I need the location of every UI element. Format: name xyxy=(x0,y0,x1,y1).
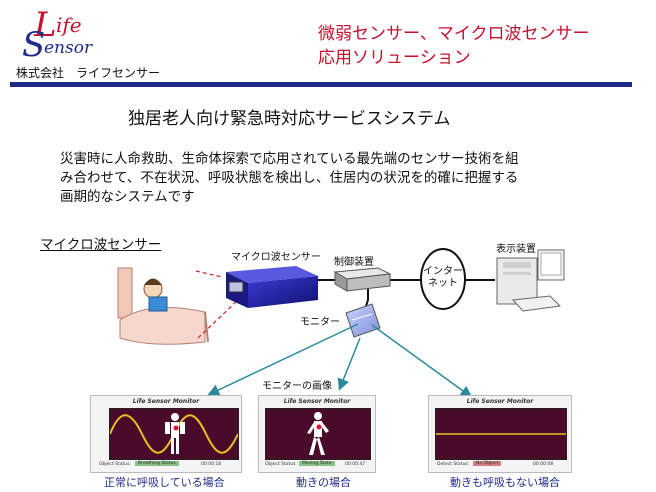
label-internet-line-2: ネット xyxy=(428,278,458,289)
label-monitor: モニター xyxy=(300,317,340,328)
label-controller: 制御装置 xyxy=(334,257,374,268)
arrow-to-screen-breathing xyxy=(207,323,359,396)
screen-status-label: Object Status: xyxy=(265,462,297,467)
caption-moving: 動きの場合 xyxy=(296,476,351,489)
caption-none: 動きも呼吸もない場合 xyxy=(450,476,560,489)
main-title: 独居老人向け緊急時対応サービスシステム xyxy=(128,109,451,129)
sensing-beam-upper xyxy=(195,270,223,278)
monitor-screen-none: Life Sensor Monitor Detect Status: No Ob… xyxy=(428,395,572,473)
screen-status-label: Object Status: xyxy=(99,462,131,467)
controller-device xyxy=(333,267,392,292)
screen-status-value: No Object xyxy=(473,461,502,466)
header-divider xyxy=(10,82,632,87)
internet-cloud xyxy=(420,248,466,310)
arrow-to-screen-moving xyxy=(337,337,361,391)
label-display-device: 表示装置 xyxy=(496,244,536,255)
person-figure-icon xyxy=(165,413,185,454)
screen-time: 00:00:08 xyxy=(533,462,554,467)
screen-time: 00:00:16 xyxy=(201,462,222,467)
label-internet-line-1: インター xyxy=(423,266,463,277)
screen-status-label: Detect Status: xyxy=(437,462,470,467)
header-title-line-2: 応用ソリューション xyxy=(318,48,471,68)
display-device-computer xyxy=(496,249,565,312)
screen-plot xyxy=(265,408,371,460)
bed-with-person-illustration xyxy=(117,267,209,345)
arrow-to-screen-none xyxy=(371,324,473,398)
walking-person-icon xyxy=(307,412,329,455)
description-line-1: 災害時に人命救助、生命体探索で応用されている最先端のセンサー技術を組 xyxy=(60,151,519,167)
caption-breathing: 正常に呼吸している場合 xyxy=(104,476,225,489)
screen-title: Life Sensor Monitor xyxy=(466,398,534,405)
label-microwave-sensor: マイクロ波センサー xyxy=(231,252,321,263)
monitor-screen-moving: Life Sensor Monitor Object Status: Movin… xyxy=(258,395,376,473)
monitor-device xyxy=(345,303,381,338)
section-label-microwave-sensor: マイクロ波センサー xyxy=(40,237,162,253)
company-name: 株式会社 ライフセンサー xyxy=(16,66,161,80)
header-title: 微弱センサー、マイクロ波センサー 応用ソリューション xyxy=(318,22,590,70)
label-internet: インター ネット xyxy=(423,266,463,290)
screen-title: Life Sensor Monitor xyxy=(283,398,351,405)
monitor-screen-breathing: Life Sensor Monitor Object Status: Breat… xyxy=(90,395,242,473)
logo-letter-l: L xyxy=(34,5,57,45)
screen-time: 00:00:47 xyxy=(345,462,366,467)
description: 災害時に人命救助、生命体探索で応用されている最先端のセンサー技術を組 み合わせて… xyxy=(60,150,620,207)
screen-status-value: Breathing Status xyxy=(135,461,179,466)
screen-plot xyxy=(109,408,239,460)
label-monitor-image: モニターの画像 xyxy=(262,381,332,392)
screen-title: Life Sensor Monitor xyxy=(132,398,200,405)
screen-plot xyxy=(435,408,567,460)
description-line-2: み合わせて、不在状況、呼吸状態を検出し、住居内の状況を的確に把握する xyxy=(60,170,519,186)
header-title-line-1: 微弱センサー、マイクロ波センサー xyxy=(318,24,590,44)
logo-text-ensor: ensor xyxy=(44,38,93,58)
cable-controller-monitor xyxy=(365,288,369,307)
microwave-sensor-device xyxy=(226,266,318,308)
description-line-3: 画期的なシステムです xyxy=(60,189,195,205)
screen-status-value: Moving State xyxy=(299,461,335,466)
logo-letter-s: S xyxy=(22,25,46,65)
logo-text-ife: ife xyxy=(56,13,82,37)
sensing-beam-lower xyxy=(197,299,239,339)
